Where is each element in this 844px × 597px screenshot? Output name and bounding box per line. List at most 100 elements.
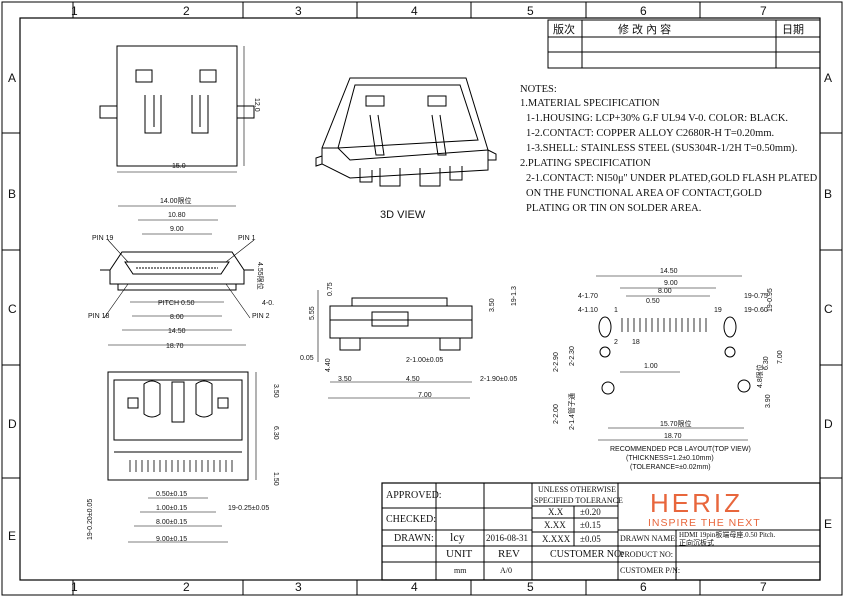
sv-g: 2-1.00±0.05 xyxy=(406,357,443,364)
drawn-date: 2016-08-31 xyxy=(486,533,528,543)
grid-column-markers: 1 2 3 4 5 6 7 1 2 3 4 5 6 7 xyxy=(71,2,767,595)
note-line: 1-3.SHELL: STAINLESS STEEL (SUS304R-1/2H… xyxy=(526,143,797,154)
customer-pn-label: CUSTOMER P/N: xyxy=(620,566,680,575)
notes-title: NOTES: xyxy=(520,84,557,95)
product-no-label: PRODUCT NO: xyxy=(620,550,673,559)
fv-d6: 14.50 xyxy=(168,328,186,335)
tol-xxxx-value: ±0.05 xyxy=(580,534,601,544)
drawn-name-label: DRAWN NAME: xyxy=(620,534,677,543)
pcb-top4: 0.50 xyxy=(646,298,660,305)
bv-b5: 19-0.25±0.05 xyxy=(228,505,269,512)
pcb-p19: 19 xyxy=(714,307,722,314)
pcb-p18: 18 xyxy=(632,339,640,346)
fv-d1: 14.00限位 xyxy=(160,196,192,205)
grid-row-markers: A B C D E A B C D E xyxy=(2,71,842,543)
pcb-p2: 2 xyxy=(614,339,618,346)
tolerance-title-2: SPECIFIED TOLERANCE xyxy=(534,496,623,505)
pcb-p1: 1 xyxy=(614,307,618,314)
row-B: B xyxy=(8,187,16,201)
row-E-right: E xyxy=(824,517,832,531)
fv-pin1: PIN 1 xyxy=(238,235,256,242)
pcb-v4: 2-1.4管子通 xyxy=(567,393,576,430)
side-view: 0.75 5.55 4.40 0.05 3.50 19-1.3 2-1.00±0… xyxy=(300,282,518,399)
fv-r1: 4.55限位 xyxy=(256,262,265,290)
fv-d7: 18.70 xyxy=(166,343,184,350)
col-7-bottom: 7 xyxy=(760,580,767,594)
sv-f: 19-1.3 xyxy=(511,286,518,306)
sv-d: 0.05 xyxy=(300,355,314,362)
pcb-layout: 14.50 9.00 8.00 0.50 4-1.70 4-1.10 19-0.… xyxy=(553,268,784,471)
rev-date-header: 日期 xyxy=(782,23,804,36)
sv-k: 7.00 xyxy=(418,392,432,399)
notes: NOTES: 1.MATERIAL SPECIFICATION 1-1.HOUS… xyxy=(520,84,818,214)
row-B-right: B xyxy=(824,187,832,201)
col-7: 7 xyxy=(760,4,767,18)
pcb-rv2: 6.30 xyxy=(763,356,770,370)
pcb-top3: 8.00 xyxy=(658,288,672,295)
sv-i: 4.50 xyxy=(406,376,420,383)
bv-b1: 0.50±0.15 xyxy=(156,491,187,498)
tol-xx-value: ±0.20 xyxy=(580,507,601,517)
fv-pin2: PIN 2 xyxy=(252,313,270,320)
slogan: INSPIRE THE NEXT xyxy=(648,517,761,529)
checked-label: CHECKED: xyxy=(386,514,436,525)
bv-r3: 1.50 xyxy=(272,472,279,486)
drawn-name-2: 正向沉板式 xyxy=(679,538,714,547)
pcb-v2: 2-2.30 xyxy=(569,346,576,366)
col-5-bottom: 5 xyxy=(527,580,534,594)
pcb-rv3: 4.8限位 xyxy=(755,364,764,388)
fv-pitch: PITCH 0.50 xyxy=(158,300,195,307)
col-4: 4 xyxy=(411,4,418,18)
bv-b4: 9.00±0.15 xyxy=(156,536,187,543)
bottom-view: 3.50 6.30 1.50 19-0.20±0.05 0.50±0.15 1.… xyxy=(87,371,279,543)
tol-xxxx-label: X.XXX xyxy=(542,534,571,544)
pcb-b1: 15.70限位 xyxy=(660,419,692,428)
row-C-right: C xyxy=(824,302,833,316)
tol-xx-label: X.X xyxy=(548,507,564,517)
note-line: 1-2.CONTACT: COPPER ALLOY C2680R-H T=0.2… xyxy=(526,128,774,139)
col-4-bottom: 4 xyxy=(411,580,418,594)
row-A-right: A xyxy=(824,71,832,85)
sv-c: 4.40 xyxy=(325,358,332,372)
note-line: 1.MATERIAL SPECIFICATION xyxy=(520,98,660,109)
sv-a: 0.75 xyxy=(327,282,334,296)
row-D: D xyxy=(8,417,17,431)
drawn-name: HDMI 19pin板端母座.0.50 Pitch. xyxy=(679,530,775,539)
sv-b: 5.55 xyxy=(309,306,316,320)
bv-left: 19-0.20±0.05 xyxy=(87,499,94,540)
row-D-right: D xyxy=(824,417,833,431)
drawn-label: DRAWN: xyxy=(394,533,434,544)
tol-xxx-label: X.XX xyxy=(544,520,566,530)
pcb-b2: 18.70 xyxy=(664,433,682,440)
top-height: 12.0 xyxy=(253,98,260,112)
row-A: A xyxy=(8,71,16,85)
fv-pin19: PIN 19 xyxy=(92,235,114,242)
fv-d5: 8.00 xyxy=(170,314,184,321)
top-view: 15.0 12.0 xyxy=(99,45,260,173)
fv-pin18: PIN 18 xyxy=(88,313,110,320)
col-2: 2 xyxy=(183,4,190,18)
unit-value: mm xyxy=(454,566,467,575)
pcb-c1: 1.00 xyxy=(644,363,658,370)
front-view: 14.00限位 10.80 9.00 PITCH 0.50 8.00 14.50… xyxy=(88,196,274,350)
col-5: 5 xyxy=(527,4,534,18)
pcb-l2: 4-1.10 xyxy=(578,307,598,314)
rev-version-header: 版次 xyxy=(553,22,575,36)
note-line: ON THE FUNCTIONAL AREA OF CONTACT,GOLD xyxy=(526,188,762,199)
revision-table: 版次 修 改 內 容 日期 xyxy=(547,19,821,69)
pcb-l1: 4-1.70 xyxy=(578,293,598,300)
approved-label: APPROVED: xyxy=(386,490,442,501)
col-2-bottom: 2 xyxy=(183,580,190,594)
fv-r2: 4-0. xyxy=(262,300,274,307)
top-width: 15.0 xyxy=(172,163,186,170)
note-line: 2-1.CONTACT: NI50μ'' UNDER PLATED,GOLD F… xyxy=(526,173,818,184)
col-6-bottom: 6 xyxy=(640,580,647,594)
pcb-cap3: (TOLERANCE=±0.02mm) xyxy=(630,464,711,471)
title-block: APPROVED: CHECKED: DRAWN: lcy 2016-08-31… xyxy=(381,482,821,581)
tolerance-title-1: UNLESS OTHERWISE xyxy=(538,485,616,494)
drawn-by: lcy xyxy=(450,530,465,544)
col-1: 1 xyxy=(71,4,78,18)
note-line: 1-1.HOUSING: LCP+30% G.F UL94 V-0. COLOR… xyxy=(526,113,788,124)
pcb-cap2: (THICKNESS=1.2±0.10mm) xyxy=(626,455,714,462)
